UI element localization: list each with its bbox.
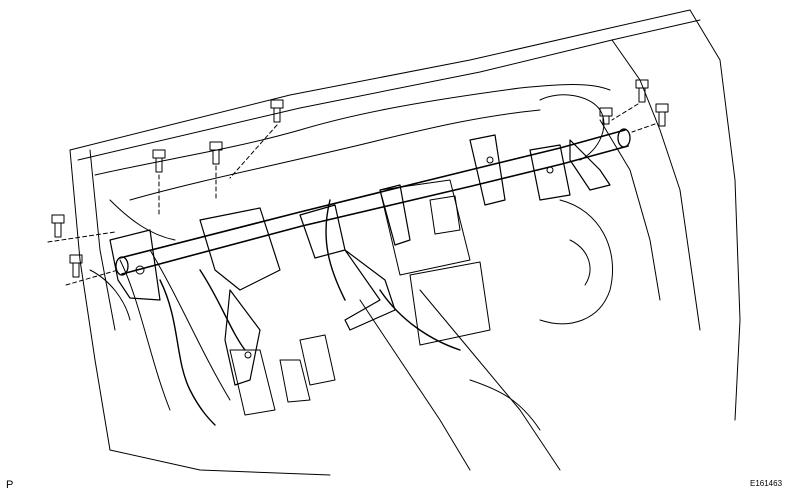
bolt-icon — [209, 141, 223, 201]
bolt-icon — [631, 103, 669, 133]
bolt-icon — [65, 254, 119, 286]
bolt-icon — [229, 99, 284, 179]
bolt-icon — [611, 79, 649, 121]
bolt-icon — [152, 149, 166, 216]
bolt-callouts — [47, 79, 669, 286]
bolt-icon — [599, 107, 613, 125]
figure-corner-label-left: P — [6, 479, 14, 491]
bolt-icon — [47, 214, 116, 243]
instrument-panel-reinforcement — [109, 128, 631, 386]
figure-id-label: E161463 — [750, 479, 783, 488]
